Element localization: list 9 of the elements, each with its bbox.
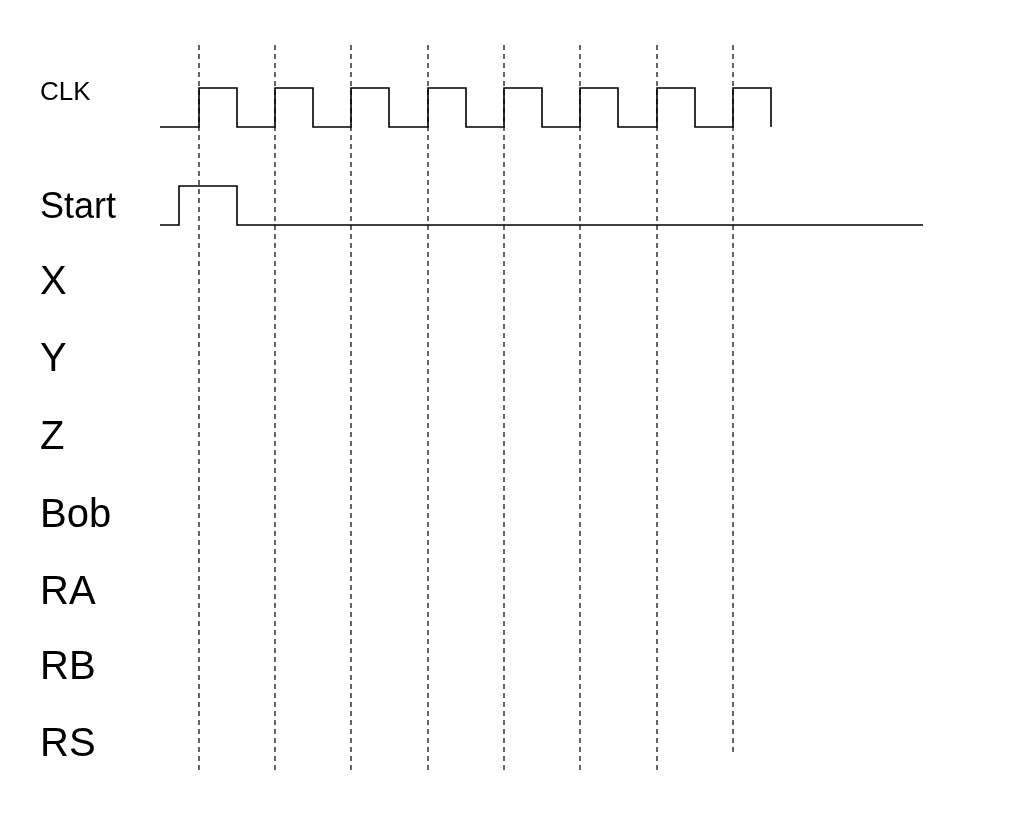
signal-label: RA — [40, 570, 96, 610]
signal-label: CLK — [40, 78, 91, 104]
signal-label: Z — [40, 415, 65, 455]
signal-label: RS — [40, 722, 96, 762]
signal-label: X — [40, 260, 67, 300]
signal-label: Start — [40, 188, 117, 224]
signal-label: Bob — [40, 493, 112, 533]
signal-label: Y — [40, 337, 67, 377]
signal-label: RB — [40, 645, 96, 685]
